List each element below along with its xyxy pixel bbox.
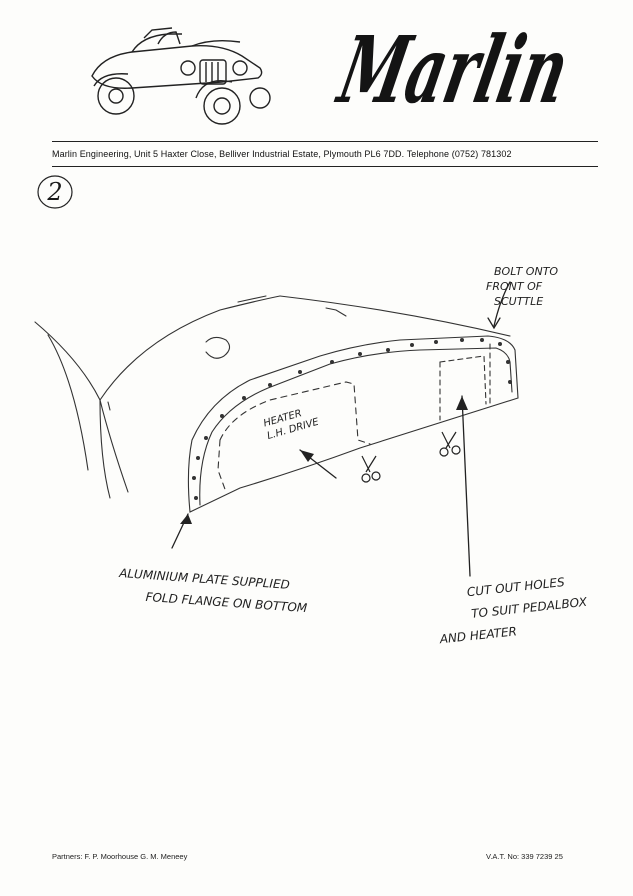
header-rule-bottom bbox=[52, 166, 598, 167]
brand-wordmark: Marlin bbox=[330, 16, 578, 124]
partners-text: Partners: F. P. Moorhouse G. M. Meneey bbox=[52, 852, 188, 861]
bolt-note: BOLT ONTO FRONT OF SCUTTLE bbox=[486, 264, 559, 309]
car-illustration-icon bbox=[91, 27, 271, 125]
vat-number: V.A.T. No: 339 7239 25 bbox=[486, 852, 563, 861]
sheet-number-circle bbox=[37, 175, 73, 209]
brand-name: Marlin bbox=[330, 16, 578, 124]
bolt-note-line: SCUTTLE bbox=[494, 295, 544, 308]
scuttle-panel-sketch bbox=[34, 281, 519, 577]
sheet-number: 2 bbox=[47, 178, 63, 206]
bolt-note-line: FRONT OF bbox=[486, 280, 543, 293]
header-rule-top bbox=[52, 141, 598, 142]
bolt-note-line: BOLT ONTO bbox=[494, 265, 559, 278]
company-address: Marlin Engineering, Unit 5 Haxter Close,… bbox=[52, 149, 512, 159]
